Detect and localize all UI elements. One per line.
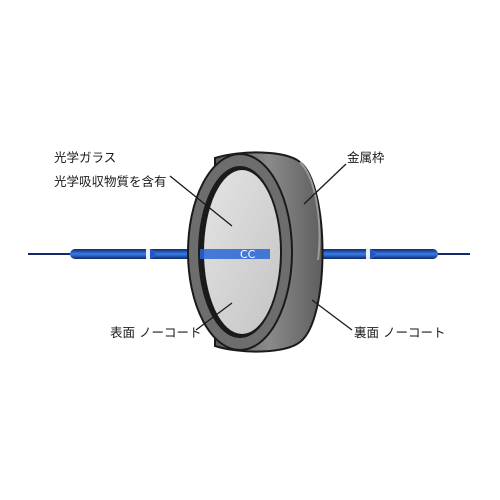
svg-text:CC: CC xyxy=(240,248,256,261)
leader-frame xyxy=(303,163,347,205)
incoming-beam xyxy=(70,246,210,262)
beam-through-glass: CC xyxy=(200,248,270,261)
leader-lines xyxy=(169,163,353,331)
label-optical-glass: 光学ガラス xyxy=(54,150,117,165)
leader-glass xyxy=(169,175,233,227)
label-back-surface: 裏面 ノーコート xyxy=(354,325,446,340)
leader-back xyxy=(311,299,353,331)
label-front-surface: 表面 ノーコート xyxy=(110,325,202,340)
outgoing-beam xyxy=(318,246,438,262)
label-metal-frame: 金属枠 xyxy=(347,150,385,165)
leader-front xyxy=(195,302,233,331)
label-absorbing-material: 光学吸収物質を含有 xyxy=(54,174,167,189)
